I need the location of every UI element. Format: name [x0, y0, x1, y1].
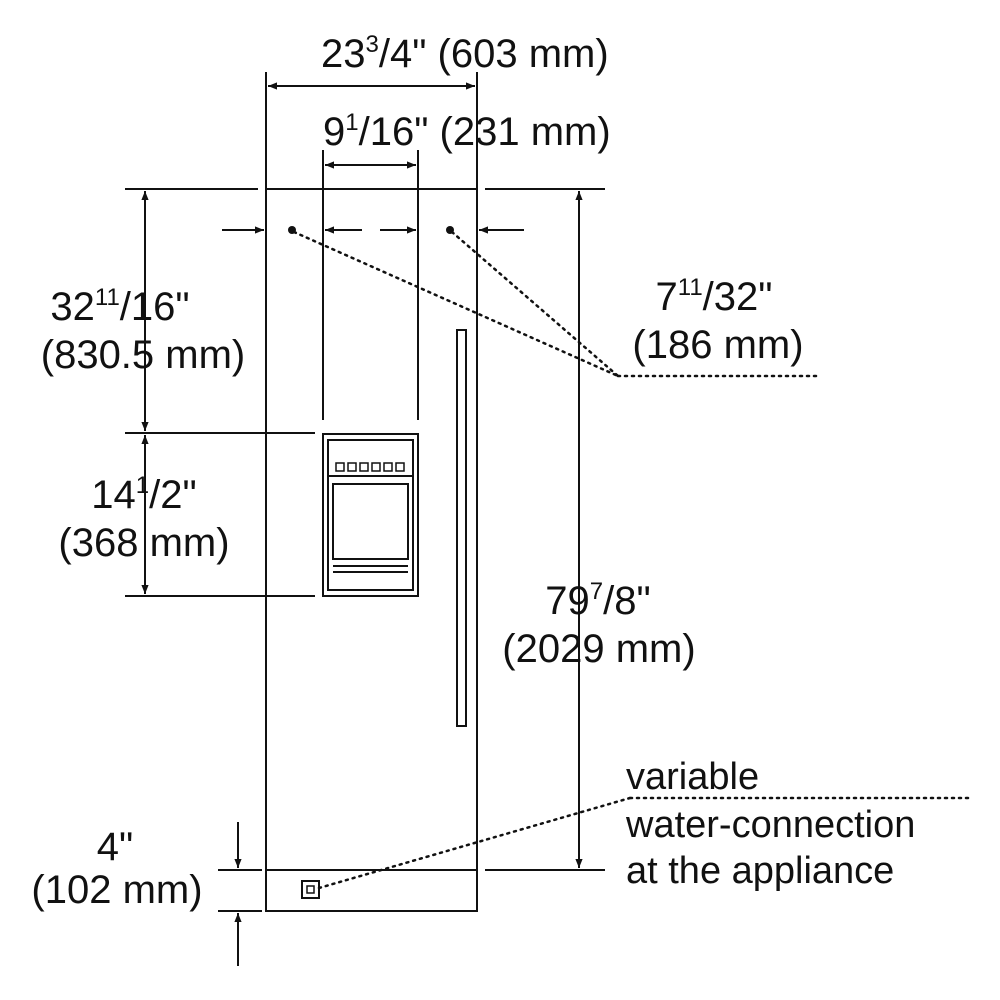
height-top-label: 3211/16": [50, 284, 189, 329]
dispenser-recess: [332, 483, 409, 560]
height-dispenser-label: 141/2": [91, 472, 196, 517]
height-total-metric: (2029 mm): [502, 627, 695, 671]
water-connection-box: [301, 880, 320, 899]
water-note-line3: at the appliance: [626, 850, 894, 892]
appliance-outline: [265, 188, 478, 912]
door-handle: [456, 329, 467, 727]
base-height-label: 4": [97, 825, 133, 869]
height-dispenser-metric: (368 mm): [58, 521, 229, 565]
leader-water-connection: [317, 796, 632, 890]
water-connection-box-inner: [306, 885, 315, 894]
hole-offset-label: 711/32": [656, 274, 773, 319]
dispenser-outer: [322, 433, 419, 597]
dispenser-buttons: [335, 462, 405, 472]
width-total-label: 233/4" (603 mm): [321, 31, 609, 76]
base-height-metric: (102 mm): [31, 868, 202, 912]
water-note-line1: variable: [626, 756, 759, 798]
hole-offset-metric: (186 mm): [632, 323, 803, 367]
height-top-metric: (830.5 mm): [41, 333, 246, 377]
leader-hole-left: [292, 230, 620, 378]
height-total-label: 797/8": [545, 578, 650, 623]
water-note-line2: water-connection: [625, 804, 915, 846]
width-dispenser-label: 91/16" (231 mm): [323, 109, 611, 154]
dispenser-inner: [327, 439, 414, 591]
leader-hole-right: [450, 230, 620, 378]
